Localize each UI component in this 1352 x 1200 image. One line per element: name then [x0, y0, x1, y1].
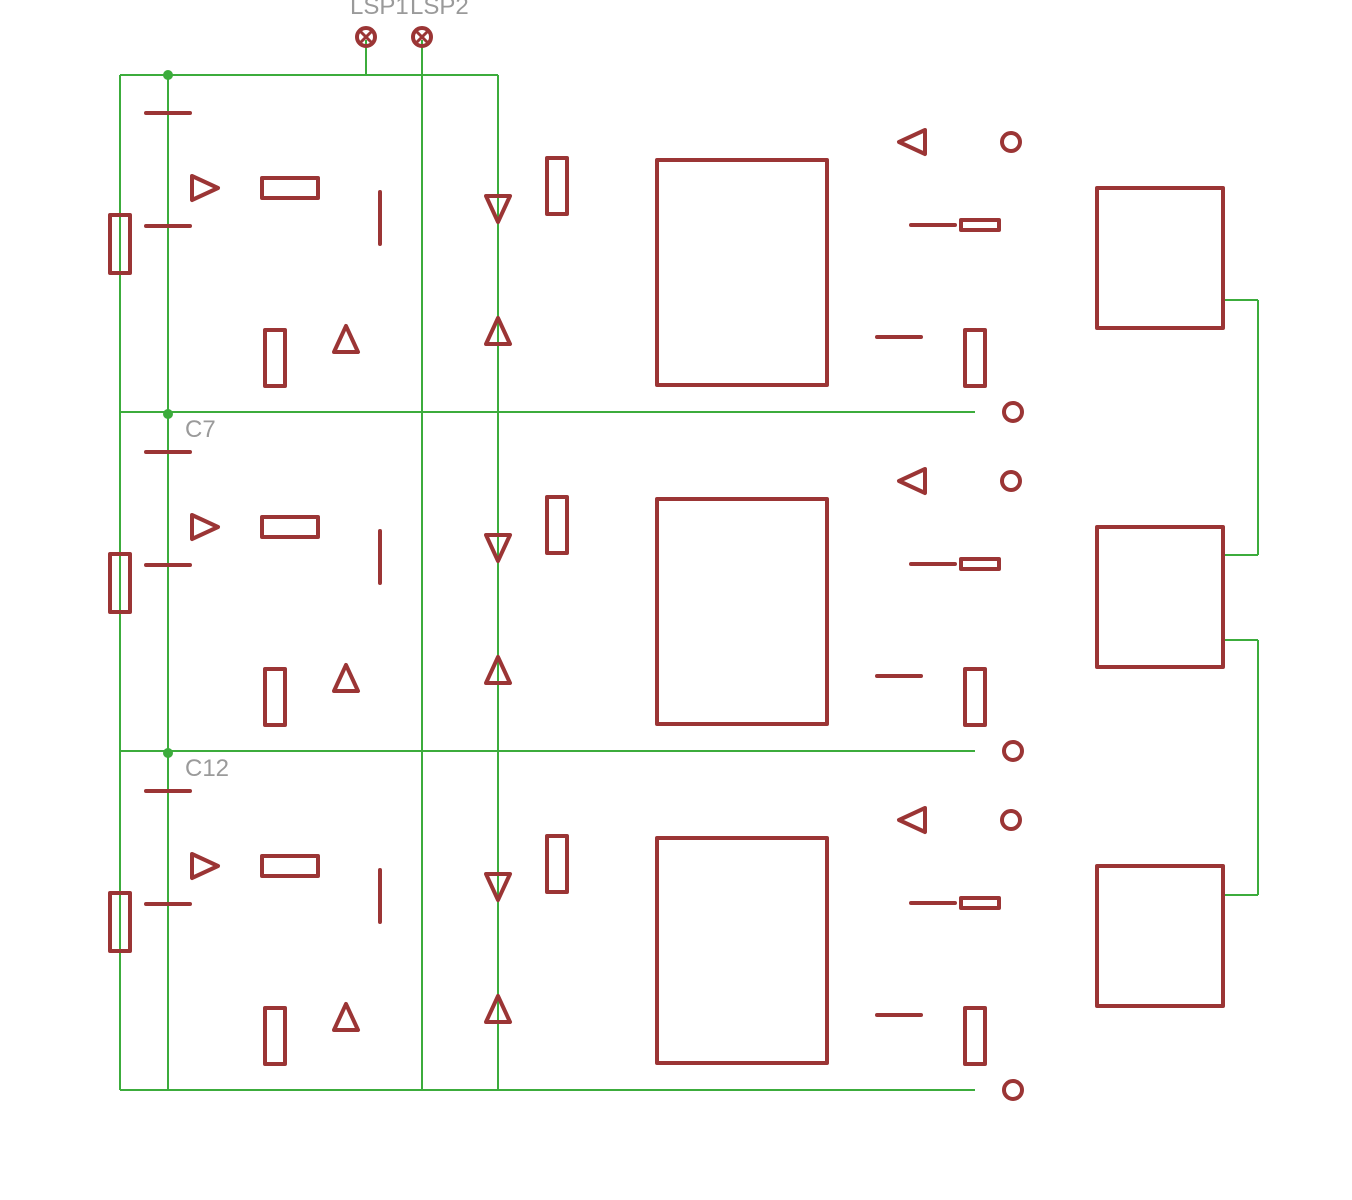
resistor-lower[interactable]: R16 — [108, 891, 132, 953]
connector-lsp1[interactable]: LSP1 — [350, 0, 409, 48]
resistor-lower[interactable]: R9 — [108, 552, 132, 614]
resistor-gate[interactable]: R11 — [260, 515, 320, 539]
resistor-driver[interactable]: R10 6R — [545, 495, 569, 555]
resistor-sense[interactable]: R6 — [963, 328, 987, 388]
junctions — [163, 748, 173, 758]
optocoupler[interactable]: 6 5 4 1 2 OK1 4N35M — [1095, 186, 1225, 330]
zener-drain[interactable]: D1315KE — [484, 872, 512, 902]
resistor-pulldown[interactable]: R14 — [263, 667, 287, 727]
capacitor-electrolytic[interactable]: + C3 — [959, 218, 1001, 232]
zener-gate[interactable]: D515KE — [332, 663, 360, 693]
capacitor-electrolytic[interactable]: + C15 — [959, 896, 1001, 910]
resistor-sense[interactable]: R20 — [963, 1006, 987, 1066]
capacitor-bottom-label: C12 — [185, 755, 229, 782]
zener-gate[interactable]: D1015KE — [332, 1002, 360, 1032]
zener-rail[interactable]: D715KE — [484, 655, 512, 685]
connector-right[interactable]: LSP3 — [1000, 131, 1022, 153]
connector-bottom[interactable]: LSP8 — [1002, 1079, 1024, 1101]
zener-drain[interactable]: D815KE — [484, 533, 512, 563]
junctions — [163, 70, 173, 80]
diode-series[interactable]: D11 — [190, 852, 220, 880]
connector-bottom[interactable]: LSP6 — [1002, 740, 1024, 762]
resistor-gate[interactable]: R3 — [260, 176, 320, 200]
optocoupler[interactable]: 6 5 4 1 2 OK2 4N35M — [1095, 525, 1225, 669]
diode-boot[interactable]: D9 — [897, 467, 927, 495]
resistor-gate[interactable]: R18 — [260, 854, 320, 878]
resistor-sense[interactable]: R13 — [963, 667, 987, 727]
connector-lsp2[interactable]: LSP2 — [410, 0, 469, 48]
diode-boot[interactable]: D4 — [897, 128, 927, 156]
resistor-pulldown[interactable]: R21 — [263, 1006, 287, 1066]
resistor-pulldown[interactable]: R7 — [263, 328, 287, 388]
capacitor-bottom-label: C7 — [185, 416, 216, 443]
optocoupler[interactable]: 6 5 4 1 2 OK3 4N35M — [1095, 864, 1225, 1008]
connector-label-lsp1: LSP1 — [350, 0, 409, 20]
connector-bottom[interactable]: LSP4 — [1002, 401, 1024, 423]
diode-series[interactable]: D15 — [190, 174, 220, 202]
driver-ic[interactable]: VCC VCC LO IN CS ERR VS COM 8 7 6 5 1 2 … — [655, 158, 829, 387]
connector-label-lsp2: LSP2 — [410, 0, 469, 20]
diode-boot[interactable]: D14 — [897, 806, 927, 834]
resistor-lower[interactable]: R2 — [108, 213, 132, 275]
junctions — [163, 409, 173, 419]
resistor-driver[interactable]: R17 6R — [545, 834, 569, 894]
zener-gate[interactable]: D115KE — [332, 324, 360, 354]
zener-rail[interactable]: D1215KE — [484, 994, 512, 1024]
driver-stage-2: R8 R9 C7 C4 D6 R11 R14 D515KE — [108, 409, 1225, 782]
driver-ic[interactable]: VCC VCC LO IN CS ERR VS COM 8 7 6 5 1 2 … — [655, 836, 829, 1065]
resistor-driver[interactable]: R4 6R — [545, 156, 569, 216]
zener-rail[interactable]: D215KE — [484, 316, 512, 346]
connector-right[interactable]: LSP5 — [1000, 470, 1022, 492]
driver-stage-3: R15 R16 C12 C11 D11 R18 R21 D1015KE — [108, 748, 1225, 1101]
driver-stage-1: R1 R2 C5 C6 D15 R3 R7 D115KE — [108, 70, 1225, 443]
diode-series[interactable]: D6 — [190, 513, 220, 541]
capacitor-electrolytic[interactable]: + C10 — [959, 557, 1001, 571]
zener-drain[interactable]: D315KE — [484, 194, 512, 224]
connector-right[interactable]: LSP7 — [1000, 809, 1022, 831]
driver-ic[interactable]: VCC VCC LO IN CS ERR VS COM 8 7 6 5 1 2 … — [655, 497, 829, 726]
